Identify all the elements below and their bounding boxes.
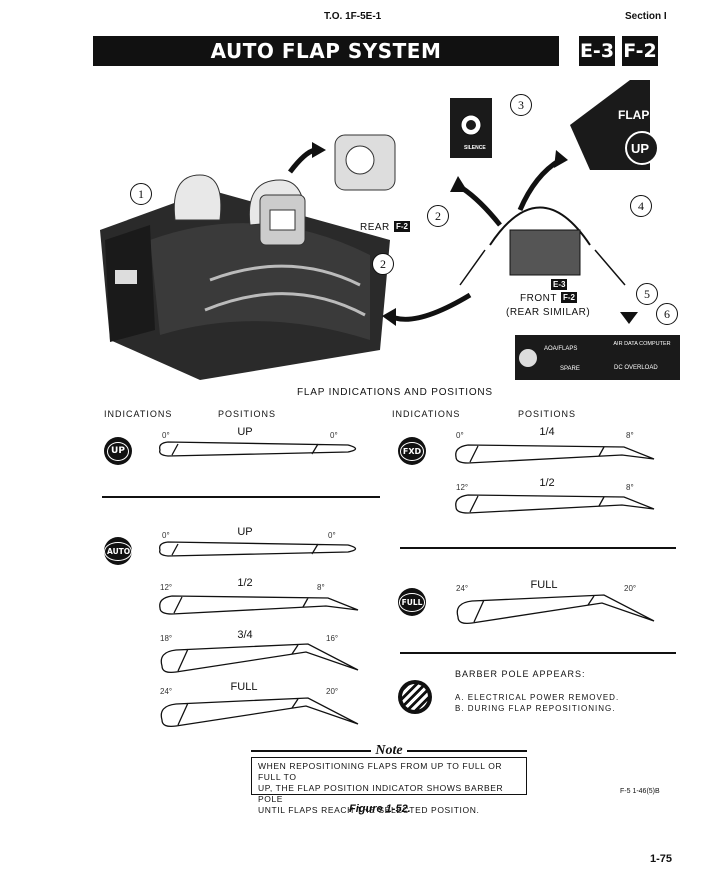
lead-angle: 18° <box>160 634 173 643</box>
callout-5: 5 <box>636 283 658 305</box>
indicator-label: AUTO <box>104 541 132 561</box>
lead-angle: 24° <box>160 687 173 696</box>
warning-label: WARNING <box>461 92 486 98</box>
trail-angle: 0° <box>328 531 336 540</box>
badge-f2: F-2 <box>622 36 658 66</box>
trail-angle: 8° <box>626 431 634 440</box>
divider <box>400 547 676 549</box>
divider <box>400 652 676 654</box>
panel-item: SPARE <box>560 366 580 372</box>
callout-2: 2 <box>372 253 394 275</box>
trail-angle: 20° <box>326 687 339 696</box>
doc-id: T.O. 1F-5E-1 <box>324 11 382 22</box>
col-header: INDICATIONS <box>104 409 173 419</box>
trail-angle: 8° <box>317 583 325 592</box>
full-indicator-icon: FULL <box>398 588 426 616</box>
position-label: 1/4 <box>539 426 555 438</box>
note-box: WHEN REPOSITIONING FLAPS FROM UP TO FULL… <box>251 757 527 815</box>
flap-diagram-auto-full <box>160 697 359 728</box>
up-indicator-icon: UP <box>104 437 132 465</box>
note-line: WHEN REPOSITIONING FLAPS FROM UP TO FULL… <box>258 761 503 782</box>
figure-reference: F-5 1-46(5)B <box>620 788 660 795</box>
callout-3: 3 <box>510 94 532 116</box>
position-label: 3/4 <box>237 629 253 641</box>
throttle-left <box>173 174 222 221</box>
silence-label: SILENCE <box>464 145 486 151</box>
position-label: 1/2 <box>539 477 555 489</box>
trail-angle: 8° <box>626 483 634 492</box>
col-header: INDICATIONS <box>392 409 461 419</box>
lead-angle: 0° <box>162 431 170 440</box>
auto-indicator-icon: AUTO <box>104 537 132 565</box>
trail-angle: 20° <box>624 584 637 593</box>
rear-badge: F-2 <box>394 221 410 232</box>
note-line: UNTIL FLAPS REACH THE SELECTED POSITION. <box>258 805 480 815</box>
fxd-indicator-icon: FXD <box>398 437 426 465</box>
flaps-up-label: UP <box>631 141 650 156</box>
barber-pole-icon <box>398 680 432 714</box>
lead-angle: 0° <box>162 531 170 540</box>
badge-e3: E-3 <box>579 36 615 66</box>
col-header: POSITIONS <box>518 409 577 419</box>
flap-diagram-auto-up <box>159 541 357 557</box>
page-number: 1-75 <box>650 853 673 865</box>
panel-item: AIR DATA COMPUTER <box>613 341 671 347</box>
flap-diagram-fxd-quarter <box>455 444 655 464</box>
lead-angle: 24° <box>456 584 469 593</box>
rear-label: REAR <box>360 222 390 233</box>
callout-2: 2 <box>427 205 449 227</box>
arrow-icon <box>517 157 562 211</box>
callout-6: 6 <box>656 303 678 325</box>
rear-similar-label: (REAR SIMILAR) <box>506 307 591 318</box>
figure-caption: Figure 1-52. <box>349 803 411 815</box>
trail-angle: 0° <box>330 431 338 440</box>
flap-diagram-auto-three-quarter <box>160 643 359 674</box>
indications-title: FLAP INDICATIONS AND POSITIONS <box>297 387 493 398</box>
front-badge-e3: E-3 <box>551 279 568 290</box>
barber-pole-title: BARBER POLE APPEARS: <box>455 669 586 679</box>
panel-item: DC OVERLOAD <box>614 365 658 371</box>
indicator-label: FXD <box>399 441 425 461</box>
note-heading: Note <box>375 743 403 758</box>
note-heading-row: Note <box>251 743 527 759</box>
position-label: UP <box>237 426 253 438</box>
lead-angle: 12° <box>456 483 469 492</box>
position-label: 1/2 <box>237 577 253 589</box>
indicator-label: FULL <box>398 592 426 612</box>
position-label: FULL <box>230 681 258 693</box>
position-label: FULL <box>530 579 558 591</box>
caution-light-panel <box>515 335 680 380</box>
front-badge-f2: F-2 <box>561 292 577 303</box>
flap-diagram-full <box>456 594 655 625</box>
note-line: UP, THE FLAP POSITION INDICATOR SHOWS BA… <box>258 783 504 804</box>
section-label: Section I <box>625 11 667 22</box>
col-header: POSITIONS <box>218 409 277 419</box>
callout-1: 1 <box>130 183 152 205</box>
page-title: AUTO FLAP SYSTEM CONTROLS/INDICATORS <box>93 36 559 93</box>
front-label: FRONT <box>520 293 557 304</box>
barber-pole-item: B. DURING FLAP REPOSITIONING. <box>455 704 616 713</box>
flap-diagram-up <box>159 441 357 457</box>
lead-angle: 12° <box>160 583 173 592</box>
arrow-icon <box>394 292 472 322</box>
trail-angle: 16° <box>326 634 339 643</box>
lead-angle: 0° <box>456 431 464 440</box>
callout-4: 4 <box>630 195 652 217</box>
barber-pole-item: A. ELECTRICAL POWER REMOVED. <box>455 693 620 702</box>
flaps-label: FLAPS <box>618 108 658 122</box>
cockpit-illustration <box>100 80 680 380</box>
position-label: UP <box>237 526 253 538</box>
divider <box>102 496 380 498</box>
panel-item: AOA/FLAPS <box>544 346 578 352</box>
indicator-label: UP <box>107 441 129 461</box>
flap-diagram-fxd-half <box>455 494 655 514</box>
arrow-icon <box>460 185 502 227</box>
arrow-icon <box>288 147 316 174</box>
flap-diagram-auto-half <box>159 595 359 615</box>
